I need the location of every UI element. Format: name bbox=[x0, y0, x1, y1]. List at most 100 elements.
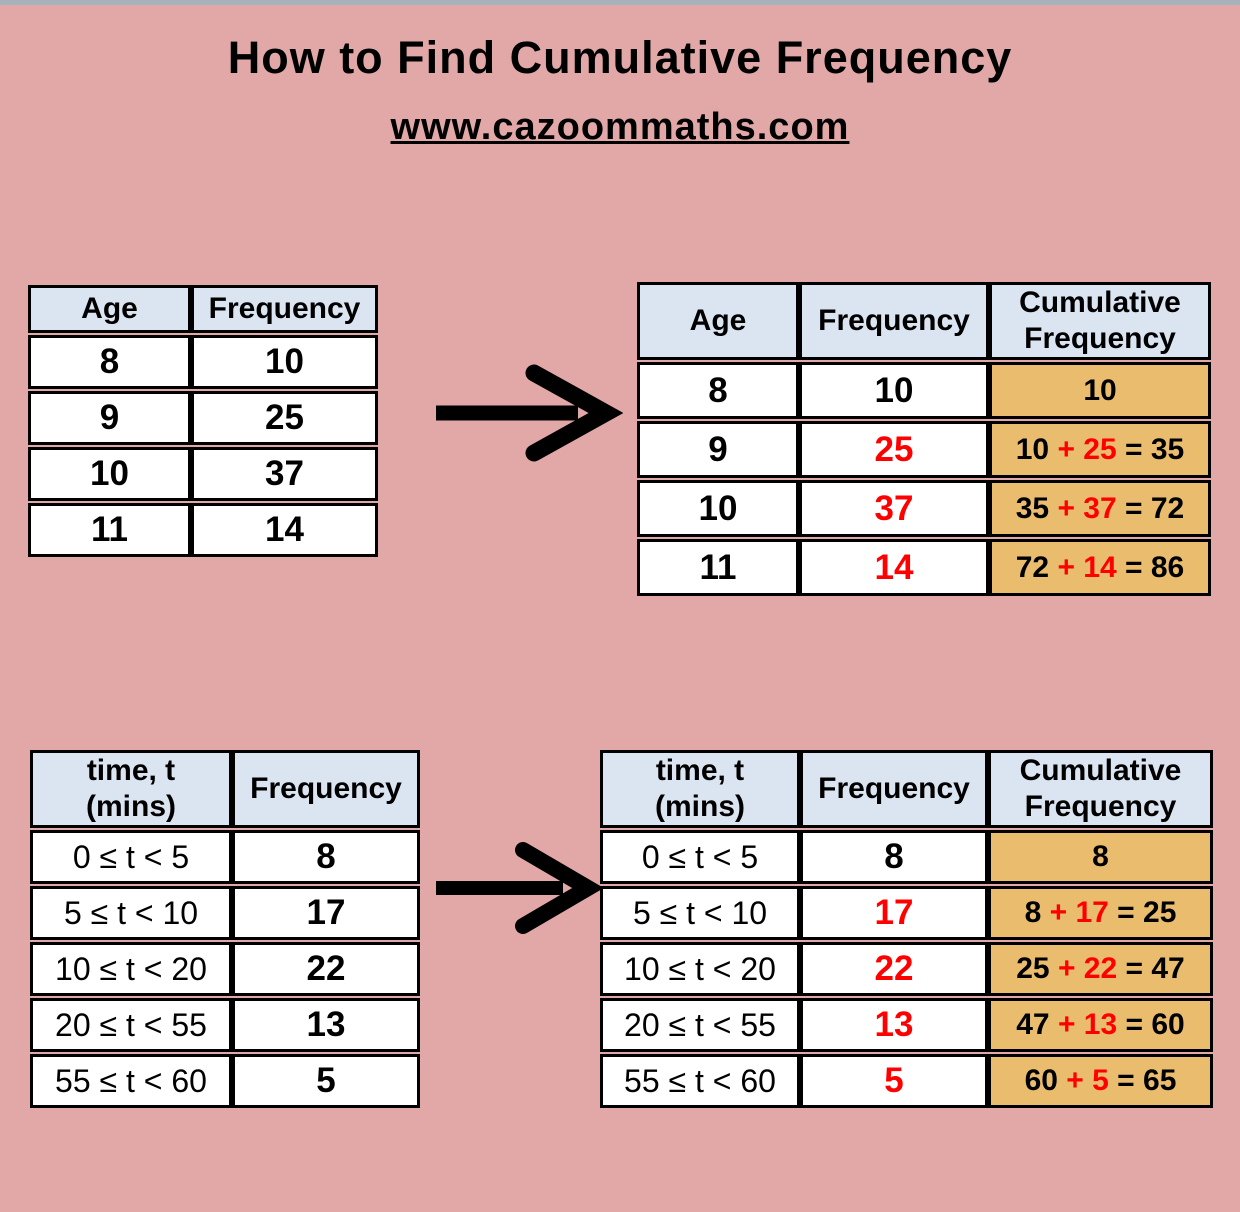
cumulative-frequency-cell: 10 + 25 = 35 bbox=[989, 421, 1211, 478]
time-interval-cell: 10 ≤ t < 20 bbox=[600, 942, 800, 996]
column-header: Cumulative Frequency bbox=[989, 282, 1211, 360]
cumulative-prev: 10 bbox=[1015, 432, 1058, 466]
cumulative-total: = 25 bbox=[1117, 896, 1177, 929]
table-row: 10 37 35 + 37 = 72 bbox=[637, 480, 1211, 537]
column-header: time, t (mins) bbox=[30, 750, 232, 828]
cumulative-prev: 60 bbox=[1024, 1064, 1067, 1097]
time-interval-cell: 10 ≤ t < 20 bbox=[30, 942, 232, 996]
cumulative-frequency-cell: 72 + 14 = 86 bbox=[989, 539, 1211, 596]
frequency-cell: 10 bbox=[799, 362, 989, 419]
cumulative-frequency-cell: 8 + 17 = 25 bbox=[988, 886, 1213, 940]
frequency-cell: 10 bbox=[191, 335, 378, 389]
frequency-cell: 22 bbox=[800, 942, 988, 996]
frequency-cell: 5 bbox=[232, 1054, 420, 1108]
frequency-cell: 13 bbox=[232, 998, 420, 1052]
top-edge-strip bbox=[0, 0, 1240, 5]
cumulative-added: + 25 bbox=[1057, 432, 1126, 466]
cumulative-prev: 8 bbox=[1024, 896, 1050, 929]
column-header: Age bbox=[28, 285, 191, 333]
cumulative-prev: 25 bbox=[1016, 952, 1058, 985]
cumulative-frequency-cell: 8 bbox=[988, 830, 1213, 884]
table-row: 8 10 bbox=[28, 335, 378, 389]
time-interval-cell: 5 ≤ t < 10 bbox=[30, 886, 232, 940]
website-link: www.cazoommaths.com bbox=[390, 106, 850, 148]
cumulative-total: = 47 bbox=[1125, 952, 1185, 985]
table-row: 0 ≤ t < 5 8 bbox=[30, 830, 420, 884]
table-row: 5 ≤ t < 10 17 8 + 17 = 25 bbox=[600, 886, 1213, 940]
column-header: Frequency bbox=[191, 285, 378, 333]
cumulative-added: + 14 bbox=[1057, 550, 1126, 584]
age-cell: 11 bbox=[28, 503, 191, 557]
table-row: 55 ≤ t < 60 5 bbox=[30, 1054, 420, 1108]
frequency-cell: 5 bbox=[800, 1054, 988, 1108]
cumulative-prev: 8 bbox=[1092, 840, 1109, 873]
table-row: 11 14 bbox=[28, 503, 378, 557]
table-row: 10 ≤ t < 20 22 bbox=[30, 942, 420, 996]
time-interval-cell: 20 ≤ t < 55 bbox=[30, 998, 232, 1052]
cumulative-total: = 65 bbox=[1117, 1064, 1177, 1097]
age-cumulative-frequency-table: Age Frequency Cumulative Frequency 8 10 … bbox=[637, 280, 1211, 598]
time-interval-cell: 0 ≤ t < 5 bbox=[30, 830, 232, 884]
cumulative-added: + 5 bbox=[1066, 1064, 1118, 1097]
age-frequency-table: Age Frequency 8 10 9 25 10 37 11 14 bbox=[28, 283, 378, 559]
frequency-cell: 13 bbox=[800, 998, 988, 1052]
cumulative-prev: 72 bbox=[1015, 550, 1058, 584]
column-header: time, t (mins) bbox=[600, 750, 800, 828]
frequency-cell: 22 bbox=[232, 942, 420, 996]
table-row: 0 ≤ t < 5 8 8 bbox=[600, 830, 1213, 884]
page-title: How to Find Cumulative Frequency bbox=[227, 32, 1013, 83]
age-cell: 10 bbox=[637, 480, 799, 537]
time-interval-cell: 20 ≤ t < 55 bbox=[600, 998, 800, 1052]
frequency-cell: 14 bbox=[799, 539, 989, 596]
frequency-cell: 17 bbox=[232, 886, 420, 940]
time-interval-cell: 55 ≤ t < 60 bbox=[30, 1054, 232, 1108]
cumulative-prev: 47 bbox=[1016, 1008, 1058, 1041]
table-row: 10 37 bbox=[28, 447, 378, 501]
frequency-cell: 25 bbox=[799, 421, 989, 478]
column-header: Age bbox=[637, 282, 799, 360]
cumulative-prev: 35 bbox=[1015, 491, 1058, 525]
age-cell: 11 bbox=[637, 539, 799, 596]
age-cell: 9 bbox=[637, 421, 799, 478]
cumulative-frequency-cell: 47 + 13 = 60 bbox=[988, 998, 1213, 1052]
frequency-cell: 17 bbox=[800, 886, 988, 940]
cumulative-total: = 86 bbox=[1125, 550, 1185, 584]
table-row: 10 ≤ t < 20 22 25 + 22 = 47 bbox=[600, 942, 1213, 996]
table-header-row: time, t (mins) Frequency Cumulative Freq… bbox=[600, 750, 1213, 828]
age-cell: 8 bbox=[28, 335, 191, 389]
arrow-right-icon bbox=[436, 364, 623, 462]
age-cell: 9 bbox=[28, 391, 191, 445]
table-row: 8 10 10 bbox=[637, 362, 1211, 419]
column-header: Frequency bbox=[232, 750, 420, 828]
column-header: Frequency bbox=[799, 282, 989, 360]
time-interval-cell: 0 ≤ t < 5 bbox=[600, 830, 800, 884]
table-row: 9 25 10 + 25 = 35 bbox=[637, 421, 1211, 478]
time-interval-cell: 5 ≤ t < 10 bbox=[600, 886, 800, 940]
time-cumulative-frequency-table: time, t (mins) Frequency Cumulative Freq… bbox=[600, 748, 1213, 1110]
frequency-cell: 37 bbox=[191, 447, 378, 501]
cumulative-frequency-cell: 35 + 37 = 72 bbox=[989, 480, 1211, 537]
table-row: 5 ≤ t < 10 17 bbox=[30, 886, 420, 940]
cumulative-added: + 17 bbox=[1049, 896, 1118, 929]
table-row: 11 14 72 + 14 = 86 bbox=[637, 539, 1211, 596]
cumulative-total: = 35 bbox=[1125, 432, 1185, 466]
cumulative-total: = 60 bbox=[1125, 1008, 1185, 1041]
time-frequency-table: time, t (mins) Frequency 0 ≤ t < 5 8 5 ≤… bbox=[30, 748, 420, 1110]
cumulative-added: + 37 bbox=[1057, 491, 1126, 525]
table-row: 20 ≤ t < 55 13 47 + 13 = 60 bbox=[600, 998, 1213, 1052]
cumulative-frequency-cell: 10 bbox=[989, 362, 1211, 419]
table-row: 20 ≤ t < 55 13 bbox=[30, 998, 420, 1052]
frequency-cell: 37 bbox=[799, 480, 989, 537]
cumulative-frequency-cell: 25 + 22 = 47 bbox=[988, 942, 1213, 996]
table-row: 9 25 bbox=[28, 391, 378, 445]
table-header-row: Age Frequency bbox=[28, 285, 378, 333]
cumulative-frequency-cell: 60 + 5 = 65 bbox=[988, 1054, 1213, 1108]
cumulative-total: = 72 bbox=[1125, 491, 1185, 525]
cumulative-added: + 13 bbox=[1057, 1008, 1126, 1041]
table-row: 55 ≤ t < 60 5 60 + 5 = 65 bbox=[600, 1054, 1213, 1108]
table-header-row: time, t (mins) Frequency bbox=[30, 750, 420, 828]
cumulative-added: + 22 bbox=[1057, 952, 1126, 985]
column-header: Cumulative Frequency bbox=[988, 750, 1213, 828]
column-header: Frequency bbox=[800, 750, 988, 828]
age-cell: 10 bbox=[28, 447, 191, 501]
